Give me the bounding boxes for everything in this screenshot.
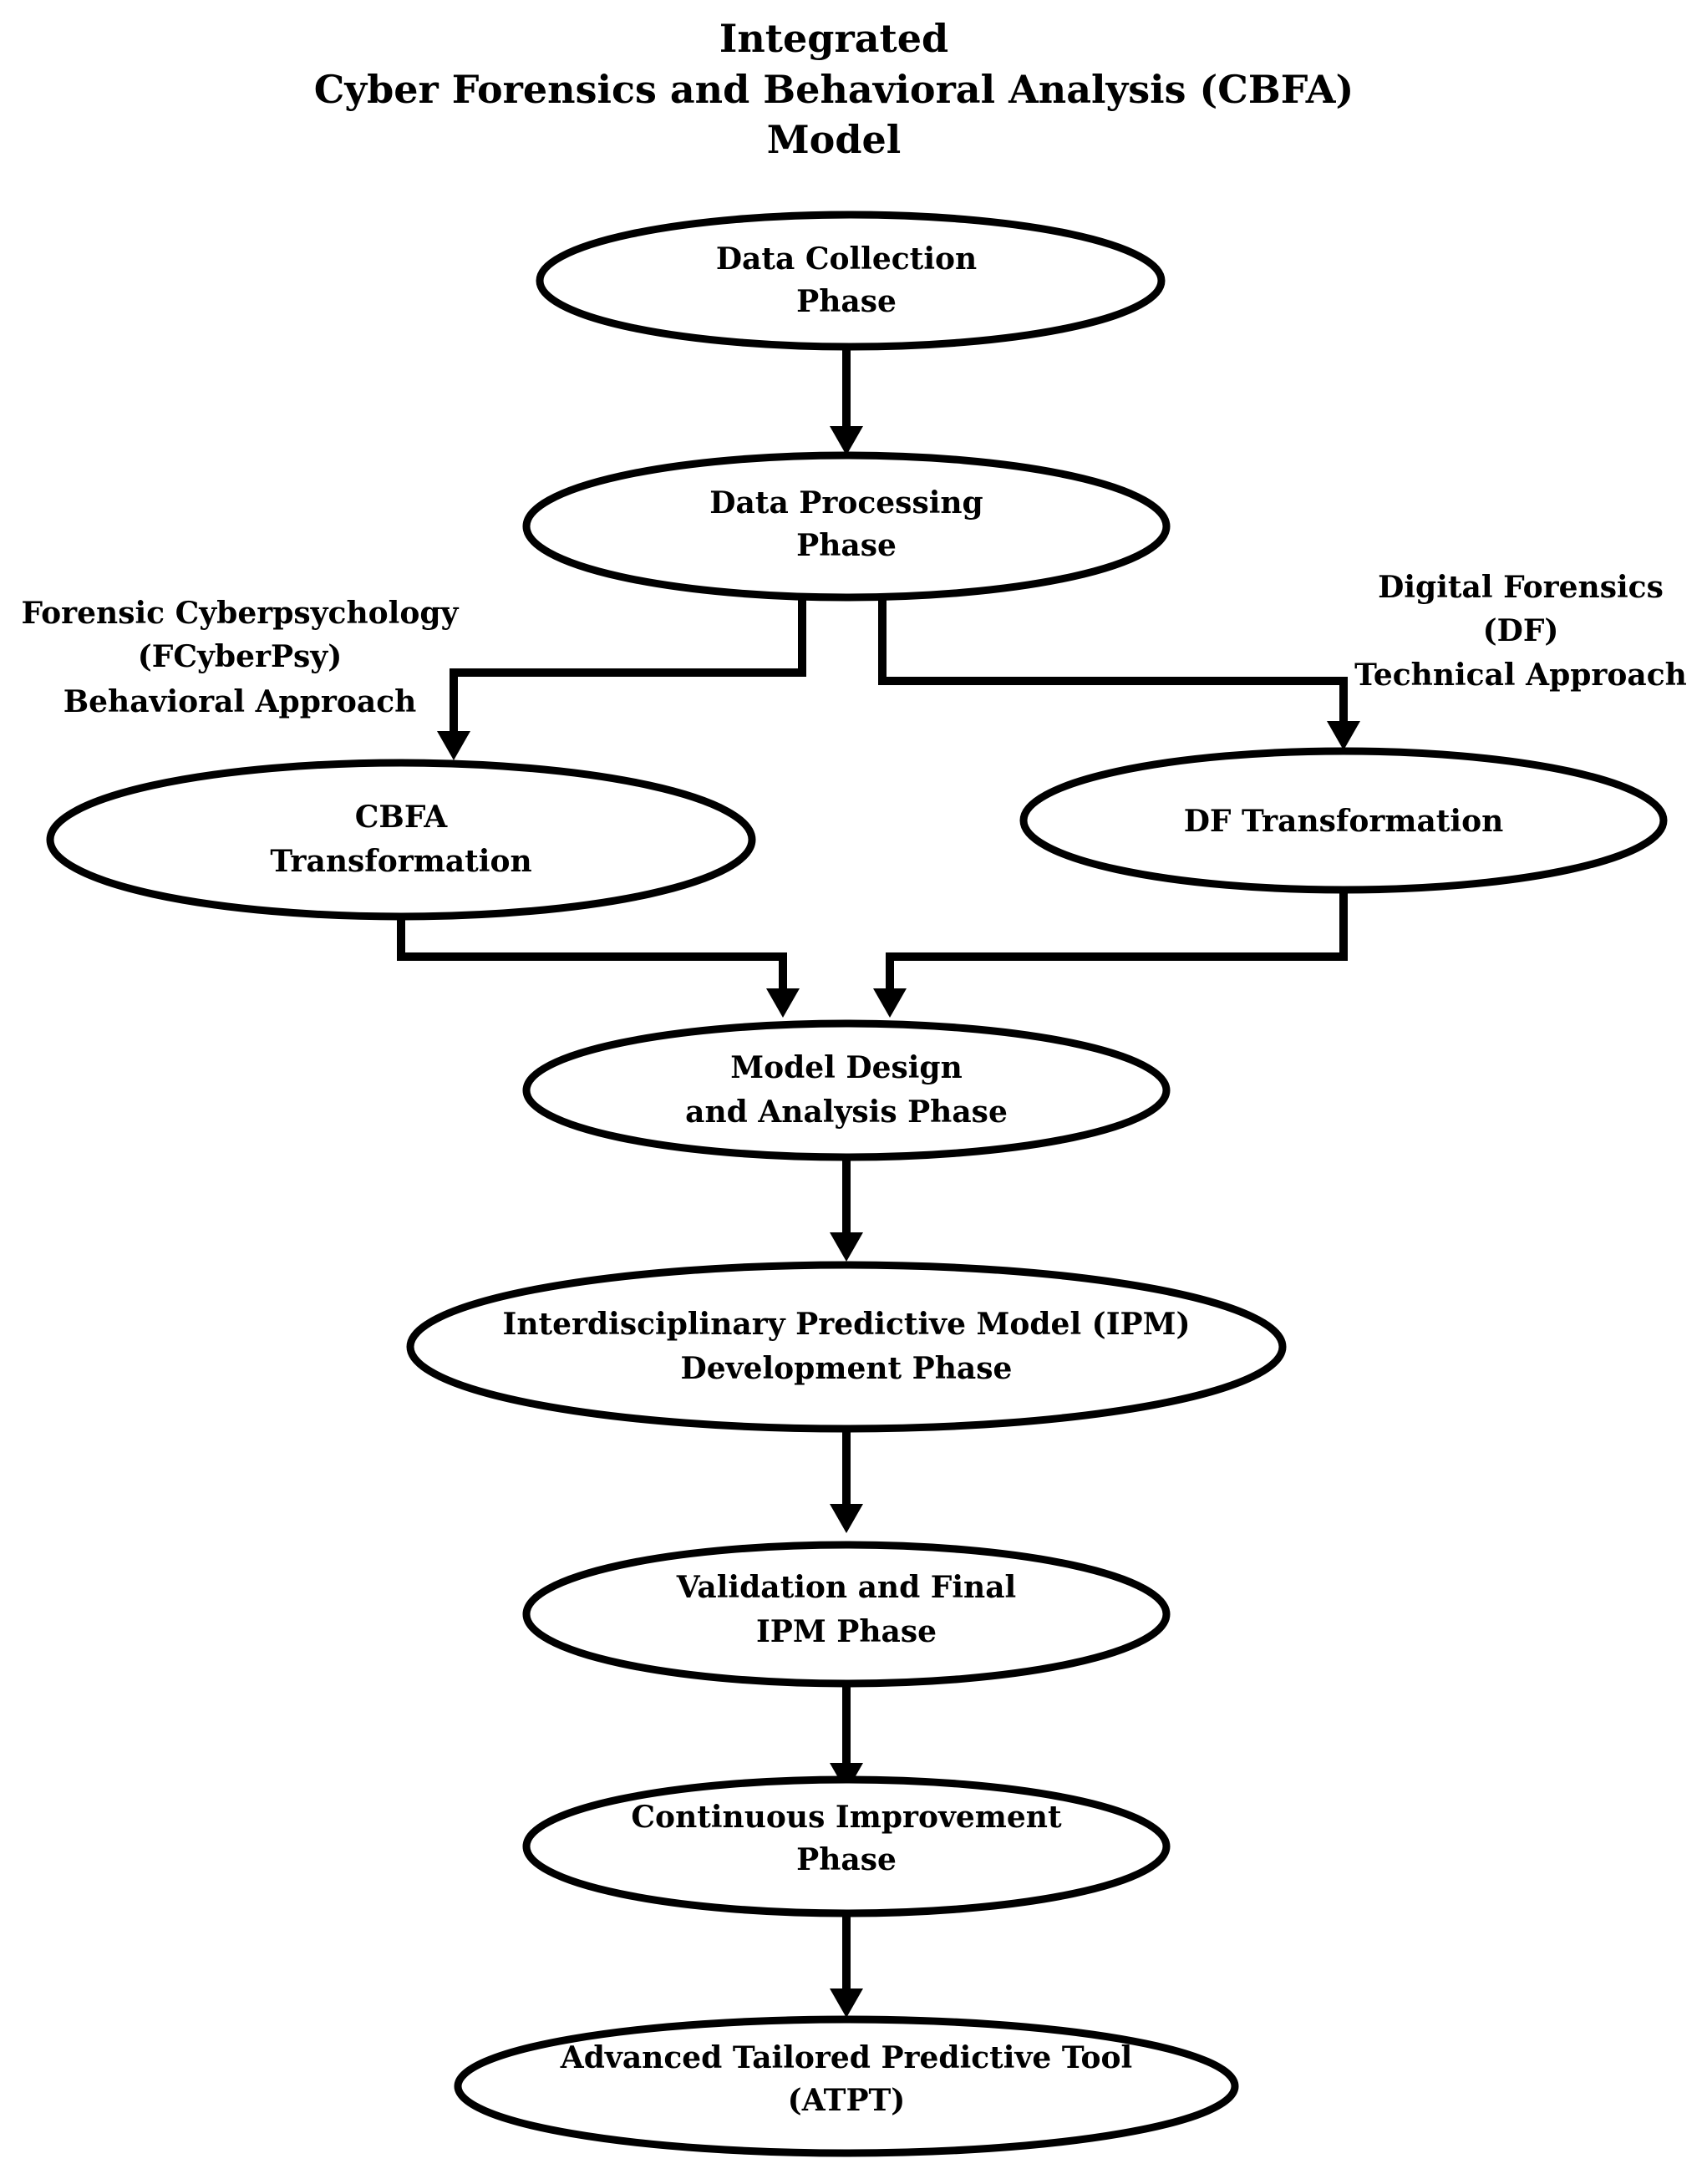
node-atpt: Advanced Tailored Predictive Tool (ATPT) <box>454 2015 1239 2157</box>
arrowhead <box>830 1232 863 1262</box>
node-label-line-2: Transformation <box>270 844 531 879</box>
node-label-line-1: Data Collection <box>716 241 977 277</box>
node-data-collection: Data Collection Phase <box>536 211 1166 351</box>
node-label-line-2: (ATPT) <box>788 2083 906 2118</box>
node-label-line-1: CBFA <box>355 800 449 835</box>
title-line-1: Integrated <box>719 16 948 61</box>
node-ipm-development: Interdisciplinary Predictive Model (IPM)… <box>406 1261 1287 1433</box>
technical-label-line-2: (DF) <box>1483 613 1559 648</box>
title-line-2: Cyber Forensics and Behavioral Analysis … <box>314 67 1354 112</box>
node-shape <box>522 1541 1171 1688</box>
behavioral-label-line-1: Forensic Cyberpsychology <box>22 596 460 631</box>
node-model-design: Model Design and Analysis Phase <box>522 1019 1171 1161</box>
diagram-title: Integrated Cyber Forensics and Behaviora… <box>314 16 1354 162</box>
arrow-processing-to-df <box>878 597 1348 721</box>
node-label-line-1: DF Transformation <box>1184 804 1504 839</box>
node-label-line-2: Phase <box>796 284 897 319</box>
title-line-3: Model <box>767 117 902 162</box>
arrowhead <box>830 1504 863 1533</box>
connectors <box>397 347 1360 2018</box>
technical-label-line-1: Digital Forensics <box>1378 570 1664 605</box>
node-label-line-1: Validation and Final <box>676 1570 1016 1605</box>
node-label-line-2: Phase <box>796 1842 897 1877</box>
arrowhead <box>1327 721 1360 750</box>
arrow-df-to-model-design <box>886 890 1348 988</box>
node-shape <box>522 451 1171 602</box>
node-shape <box>522 1775 1171 1917</box>
node-continuous-improvement: Continuous Improvement Phase <box>522 1775 1171 1917</box>
node-validation: Validation and Final IPM Phase <box>522 1541 1171 1688</box>
branch-label-behavioral: Forensic Cyberpsychology (FCyberPsy) Beh… <box>22 596 460 719</box>
behavioral-label-line-2: (FCyberPsy) <box>138 639 343 674</box>
node-shape <box>1019 747 1668 894</box>
arrow-cbfa-to-model-design <box>397 917 787 988</box>
node-shape <box>536 211 1166 351</box>
node-label-line-1: Continuous Improvement <box>631 1800 1062 1835</box>
node-shape <box>46 759 756 921</box>
node-shape <box>522 1019 1171 1161</box>
node-cbfa-transformation: CBFA Transformation <box>46 759 756 921</box>
node-label-line-2: and Analysis Phase <box>685 1095 1008 1130</box>
node-label-line-1: Interdisciplinary Predictive Model (IPM) <box>502 1307 1190 1342</box>
arrowhead <box>830 1988 863 2018</box>
node-label-line-1: Advanced Tailored Predictive Tool <box>560 2040 1132 2075</box>
node-label-line-2: IPM Phase <box>756 1614 937 1649</box>
node-df-transformation: DF Transformation <box>1019 747 1668 894</box>
node-label-line-2: Development Phase <box>681 1351 1013 1386</box>
node-label-line-1: Model Design <box>730 1050 963 1085</box>
arrowhead <box>830 426 863 455</box>
arrowhead <box>437 731 470 760</box>
node-label-line-2: Phase <box>796 528 897 563</box>
arrow-processing-to-cbfa <box>450 597 806 731</box>
technical-label-line-3: Technical Approach <box>1354 658 1687 693</box>
node-data-processing: Data Processing Phase <box>522 451 1171 602</box>
node-shape <box>406 1261 1287 1433</box>
node-label-line-1: Data Processing <box>709 485 983 521</box>
node-shape <box>454 2015 1239 2157</box>
arrowhead <box>873 988 907 1018</box>
branch-label-technical: Digital Forensics (DF) Technical Approac… <box>1354 570 1687 693</box>
arrowhead <box>766 988 800 1018</box>
behavioral-label-line-3: Behavioral Approach <box>64 684 417 719</box>
